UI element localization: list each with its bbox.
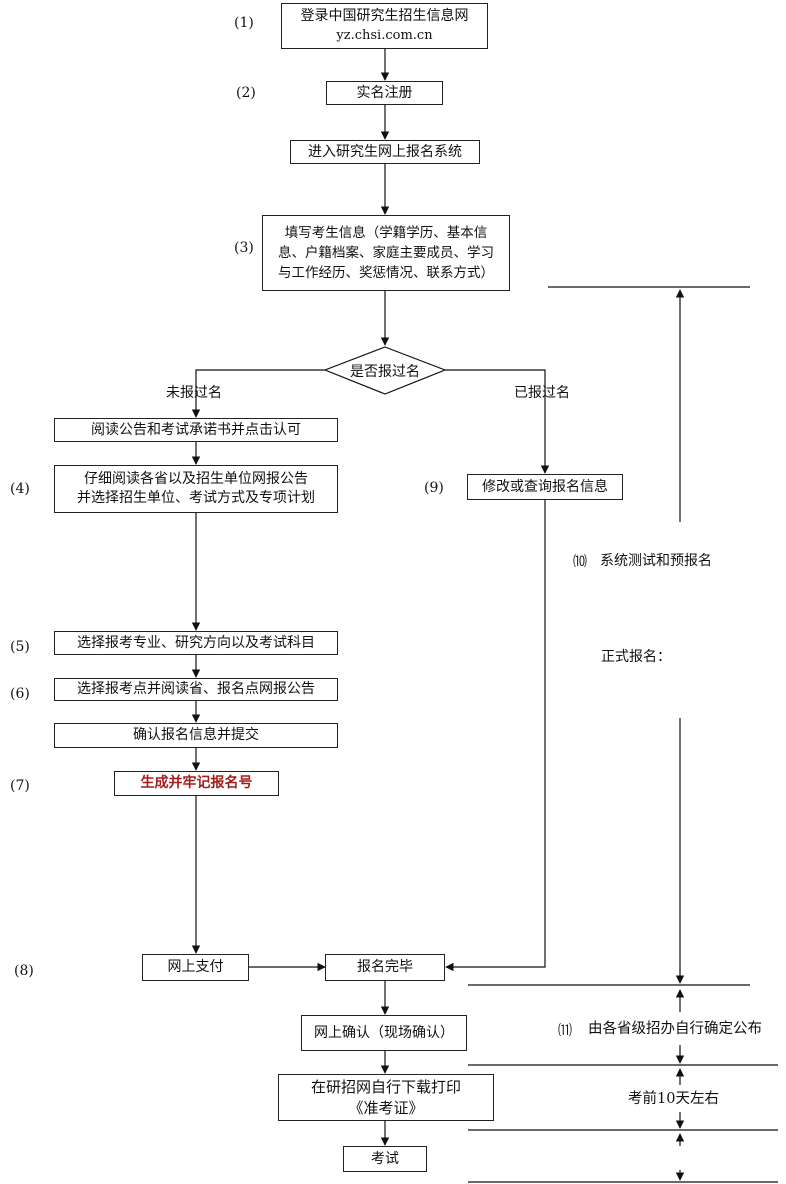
step-login: 登录中国研究生招生信息网 yz.chsi.com.cn <box>281 3 488 49</box>
step-online-confirm: 网上确认（现场确认） <box>301 1015 467 1051</box>
step-choose-major: 选择报考专业、研究方向以及考试科目 <box>54 631 338 655</box>
step-online-confirm-label: 网上确认（现场确认） <box>314 1024 454 1041</box>
step-exam-label: 考试 <box>371 1150 399 1167</box>
step-login-title: 登录中国研究生招生信息网 <box>300 8 469 24</box>
decision-label: 是否报过名 <box>350 364 420 380</box>
step-register: 实名注册 <box>326 81 443 105</box>
step-number-1: (1) <box>234 15 254 31</box>
step-download-line2: 《准考证》 <box>348 1098 424 1117</box>
step-number-6: (6) <box>10 686 30 702</box>
arrow-modify-done <box>445 500 546 972</box>
step-fill-info-line2: 息、户籍档案、家庭主要成员、学习 <box>278 245 494 261</box>
branch-yes-label: 已报过名 <box>514 385 570 401</box>
step-number-3: (3) <box>234 240 254 256</box>
step-pay-online: 网上支付 <box>142 954 249 981</box>
step-number-11: ⑾ <box>558 1023 572 1039</box>
step-confirm-submit-label: 确认报名信息并提交 <box>133 727 259 743</box>
step-exam: 考试 <box>343 1146 427 1172</box>
step-number-9: (9) <box>424 480 444 496</box>
step-choose-site: 选择报考点并阅读省、报名点网报公告 <box>54 678 338 701</box>
step-choose-site-label: 选择报考点并阅读省、报名点网报公告 <box>77 681 315 697</box>
step-number-5: (5) <box>10 639 30 655</box>
step-registration-done: 报名完毕 <box>325 954 445 981</box>
step-choose-major-label: 选择报考专业、研究方向以及考试科目 <box>77 634 315 651</box>
step-number-10: ⑽ <box>573 554 587 570</box>
note-formal: 正式报名： <box>601 649 671 665</box>
step-read-notice-label: 阅读公告和考试承诺书并点击认可 <box>91 421 301 438</box>
branch-no-label: 未报过名 <box>166 385 222 401</box>
step-pay-online-label: 网上支付 <box>167 959 224 975</box>
step-read-unit-line1: 仔细阅读各省以及招生单位网报公告 <box>84 471 308 487</box>
note-system-test: 系统测试和预报名 <box>600 553 712 569</box>
step-download-ticket: 在研招网自行下载打印 《准考证》 <box>278 1074 494 1121</box>
step-read-unit: 仔细阅读各省以及招生单位网报公告 并选择招生单位、考试方式及专项计划 <box>54 465 338 513</box>
step-read-unit-line2: 并选择招生单位、考试方式及专项计划 <box>77 490 315 506</box>
step-number-4: (4) <box>10 481 30 497</box>
step-registration-done-label: 报名完毕 <box>357 959 413 975</box>
decision-diamond <box>323 346 447 395</box>
step-fill-info-line1: 填写考生信息（学籍学历、基本信 <box>284 225 488 241</box>
step-generate-number-label: 生成并牢记报名号 <box>140 775 253 791</box>
step-fill-info: 填写考生信息（学籍学历、基本信 息、户籍档案、家庭主要成员、学习 与工作经历、奖… <box>262 215 510 291</box>
step-register-label: 实名注册 <box>356 84 413 101</box>
step-read-notice: 阅读公告和考试承诺书并点击认可 <box>54 418 338 442</box>
step-modify-query: 修改或查询报名信息 <box>467 474 623 500</box>
step-login-url: yz.chsi.com.cn <box>336 28 433 43</box>
step-fill-info-line3: 与工作经历、奖惩情况、联系方式） <box>278 265 494 281</box>
step-number-2: (2) <box>236 85 256 101</box>
note-province-decide: 由各省级招办自行确定公布 <box>588 1021 762 1037</box>
note-ten-days: 考前10天左右 <box>628 1091 719 1107</box>
step-enter-system-label: 进入研究生网上报名系统 <box>308 143 462 160</box>
step-confirm-submit: 确认报名信息并提交 <box>54 723 338 748</box>
step-modify-query-label: 修改或查询报名信息 <box>482 478 608 495</box>
branch-yes-line <box>445 369 550 474</box>
branch-no-line <box>191 369 325 418</box>
step-download-line1: 在研招网自行下载打印 <box>310 1077 461 1096</box>
step-enter-system: 进入研究生网上报名系统 <box>290 140 480 164</box>
step-number-8: (8) <box>14 963 34 979</box>
step-generate-number: 生成并牢记报名号 <box>114 771 279 796</box>
step-number-7: (7) <box>10 778 30 794</box>
